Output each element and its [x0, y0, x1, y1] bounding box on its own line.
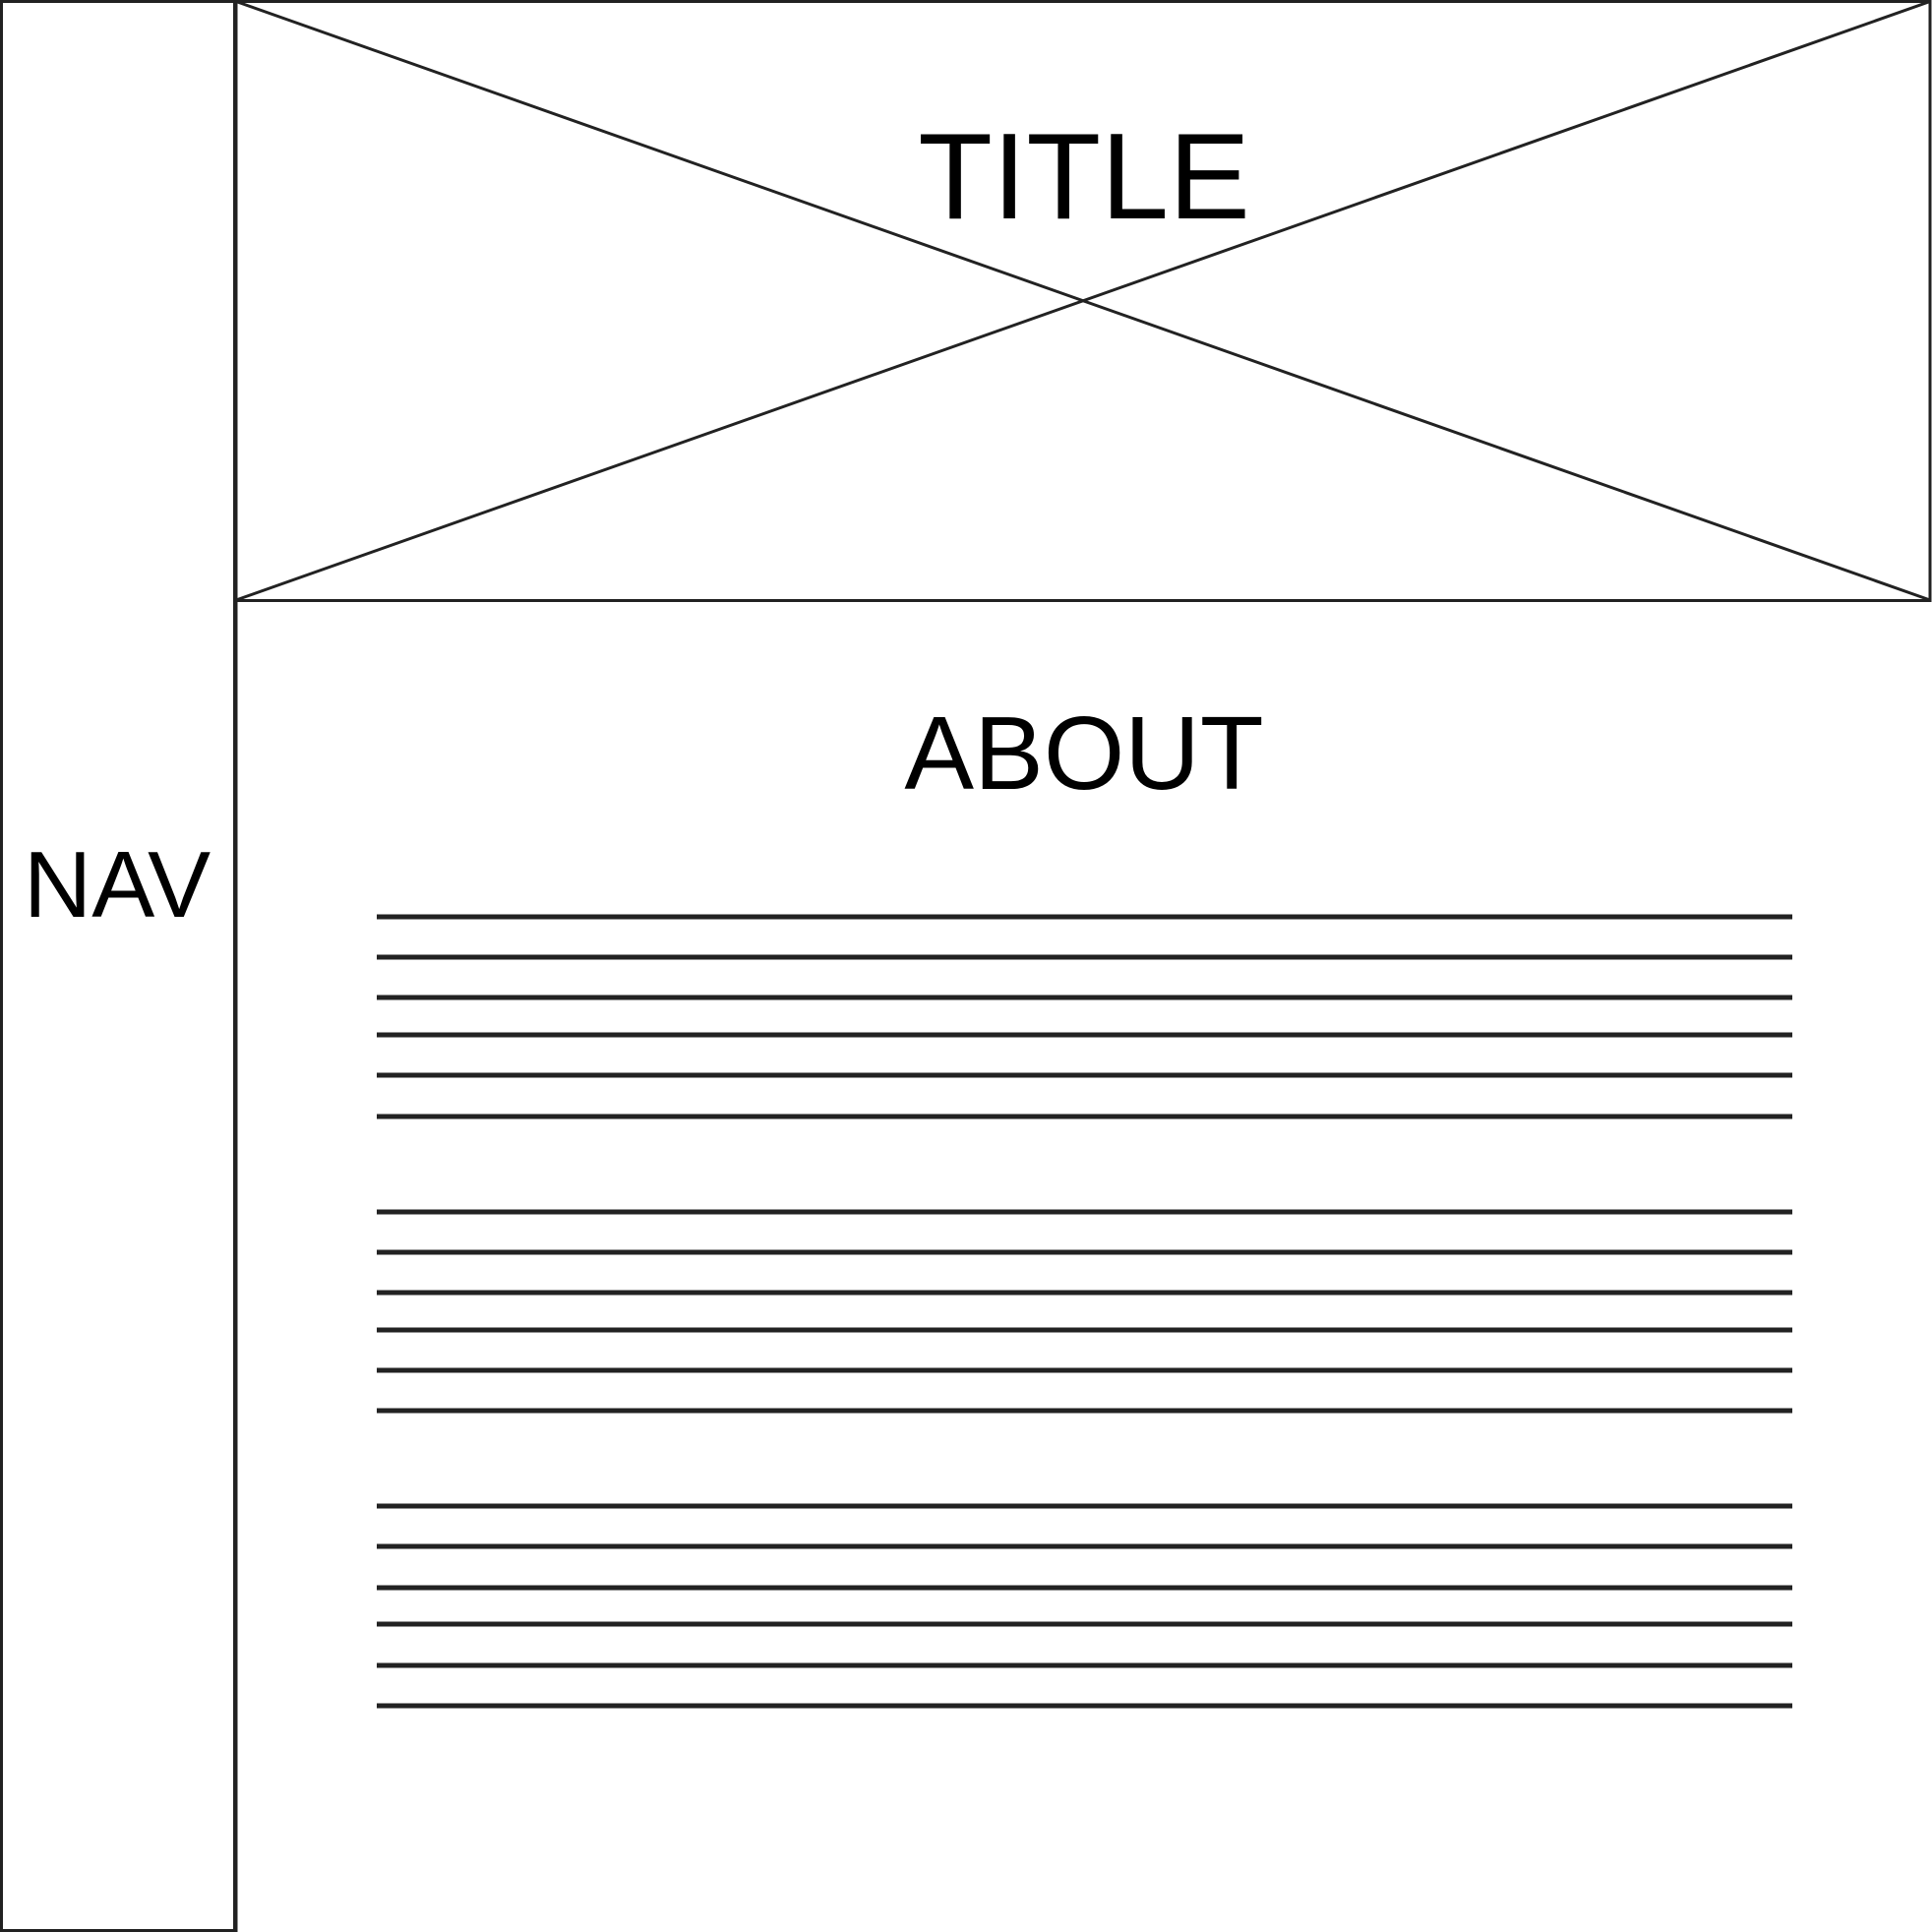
page-title: TITLE — [918, 109, 1250, 245]
paragraph-placeholder — [377, 1209, 1792, 1414]
nav-sidebar — [0, 0, 236, 1932]
section-heading-about: ABOUT — [904, 695, 1264, 812]
paragraph-placeholder — [377, 1503, 1792, 1709]
image-placeholder-cross-line — [235, 0, 1931, 602]
paragraph-placeholder — [377, 914, 1792, 1119]
nav-label: NAV — [23, 832, 211, 937]
